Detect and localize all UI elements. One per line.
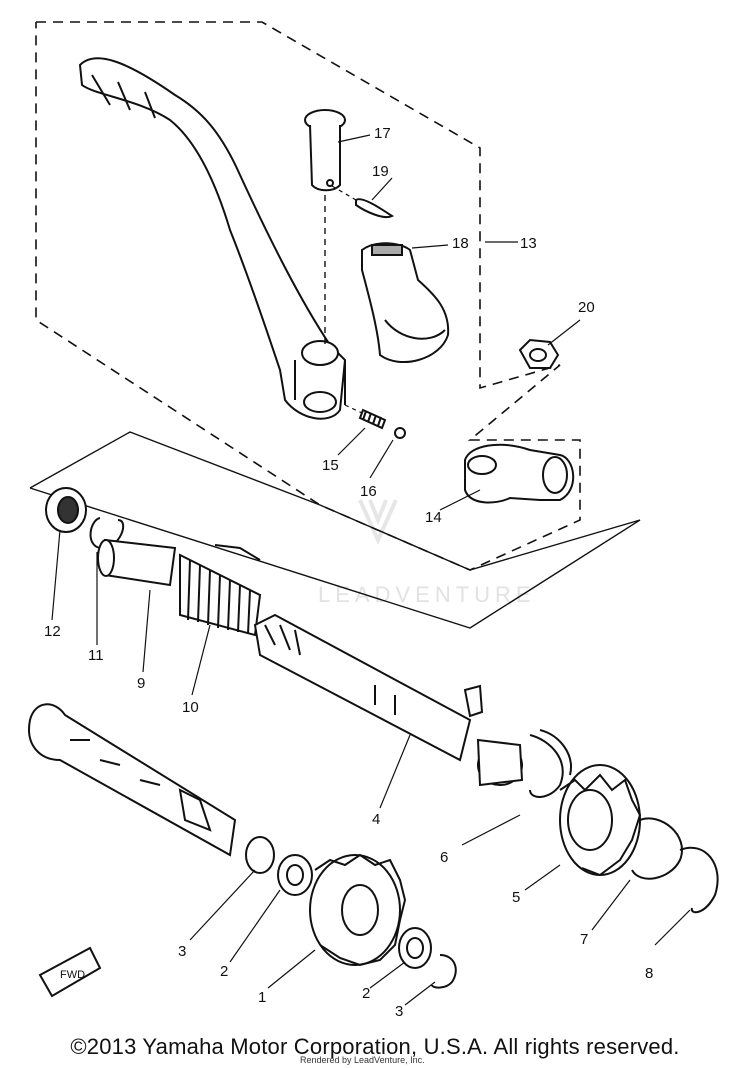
pivot-pin: [304, 109, 346, 345]
leader-lines: [51, 134, 691, 1006]
label-4: 4: [372, 811, 380, 828]
flange-nut: [518, 338, 560, 369]
fwd-arrow-label: FWD: [60, 969, 85, 981]
label-11: 11: [88, 647, 104, 664]
label-7: 7: [580, 931, 588, 948]
label-3a: 3: [178, 943, 186, 960]
label-2b: 2: [362, 985, 370, 1002]
label-2a: 2: [220, 963, 228, 980]
label-14: 14: [425, 509, 442, 526]
spring-guide: [97, 538, 177, 587]
label-18: 18: [452, 235, 469, 252]
kick-crank-assembly-outline: [35, 21, 581, 571]
clip: [529, 729, 572, 798]
label-16: 16: [360, 483, 377, 500]
spring-clip-set: [631, 817, 719, 914]
kick-gear: [559, 764, 642, 877]
label-13: 13: [520, 235, 537, 252]
label-17: 17: [374, 125, 391, 142]
rendered-by-notice: Rendered by LeadVenture, Inc.: [300, 1055, 425, 1065]
copyright-notice: ©2013 Yamaha Motor Corporation, U.S.A. A…: [70, 1034, 680, 1059]
idle-gear: [309, 853, 407, 967]
torsion-spring: [179, 544, 262, 637]
label-19: 19: [372, 163, 389, 180]
label-20: 20: [578, 299, 595, 316]
spring-and-ball: [344, 404, 406, 439]
main-axle: [28, 703, 237, 857]
label-12: 12: [44, 623, 61, 640]
kick-shaft-assembly-outline: [29, 431, 641, 629]
washers-and-circlips: [245, 836, 457, 989]
fwd-arrow: FWD: [38, 946, 102, 998]
label-3b: 3: [395, 1003, 403, 1020]
kick-boss: [361, 242, 450, 364]
cotter-pin: [331, 185, 394, 218]
oil-seal: [45, 487, 87, 533]
label-1: 1: [258, 989, 266, 1006]
kick-crank-arm: [78, 57, 347, 420]
kick-lever: [464, 443, 575, 504]
label-6: 6: [440, 849, 448, 866]
kick-axle: [253, 613, 524, 787]
watermark: LEADVENTURE: [318, 499, 536, 607]
label-5: 5: [512, 889, 520, 906]
watermark-text: LEADVENTURE: [318, 582, 536, 607]
part-labels: 17 19 18 13 20 15 16 14 12 11 9 10 4 6 5…: [44, 125, 653, 1020]
label-8: 8: [645, 965, 653, 982]
label-9: 9: [137, 675, 145, 692]
label-15: 15: [322, 457, 339, 474]
label-10: 10: [182, 699, 199, 716]
